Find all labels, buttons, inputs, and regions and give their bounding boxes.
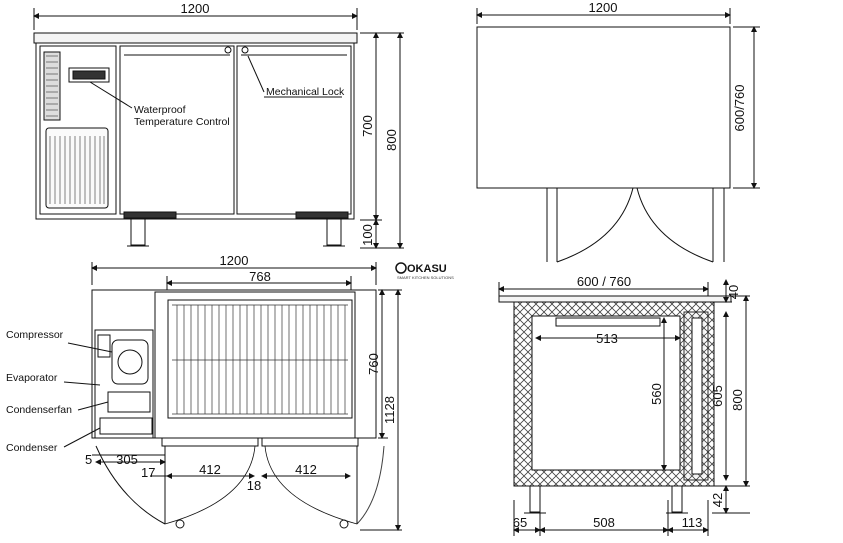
top-width-label: 1200 <box>220 253 249 268</box>
top-view <box>63 262 402 531</box>
body-height-label: 700 <box>360 115 375 137</box>
inner-height-label: 560 <box>649 383 664 405</box>
door-height-label: 605 <box>710 385 725 407</box>
part-compressor: Compressor <box>6 329 64 341</box>
side-depth-label: 600/760 <box>732 85 747 132</box>
open-depth-label: 1128 <box>382 396 397 424</box>
side-view <box>476 8 760 263</box>
part-condenserfan: Condenserfan <box>6 404 72 416</box>
callout-control-line1: Waterproof <box>134 104 186 116</box>
mid-gap-label: 18 <box>247 478 261 493</box>
door1-width-label: 412 <box>199 462 221 477</box>
worktop-thickness-label: 40 <box>726 285 741 299</box>
part-evaporator: Evaporator <box>6 372 58 384</box>
door2-width-label: 412 <box>295 462 317 477</box>
front-height-label: 800 <box>384 129 399 151</box>
logo-tagline: SMART KITCHEN SOLUTIONS <box>397 275 454 280</box>
inner-width-label: 768 <box>249 269 271 284</box>
leg-height-label: 100 <box>360 224 375 246</box>
part-condenser: Condenser <box>6 442 58 454</box>
left-offset-label: 5 <box>85 452 92 467</box>
section-left-label: 65 <box>513 515 527 530</box>
machine-width-label: 305 <box>116 452 138 467</box>
leg-section-label: 42 <box>710 493 725 507</box>
callout-control-line2: Temperature Control <box>134 116 230 128</box>
callout-lock: Mechanical Lock <box>266 86 345 98</box>
section-right-label: 113 <box>682 515 703 530</box>
gap-label: 17 <box>141 465 155 480</box>
section-view <box>498 279 750 536</box>
inner-width-section-label: 513 <box>596 331 618 346</box>
section-depth-label: 600 / 760 <box>577 274 631 289</box>
logo-brand: OKASU <box>407 263 447 275</box>
section-bottom-label: 508 <box>593 515 615 530</box>
top-depth-label: 760 <box>366 353 381 375</box>
okasu-logo: OKASU SMART KITCHEN SOLUTIONS <box>395 262 454 280</box>
front-view <box>33 8 404 249</box>
side-width-label: 1200 <box>589 0 618 15</box>
total-height-label: 800 <box>730 389 745 411</box>
front-width-label: 1200 <box>181 1 210 16</box>
